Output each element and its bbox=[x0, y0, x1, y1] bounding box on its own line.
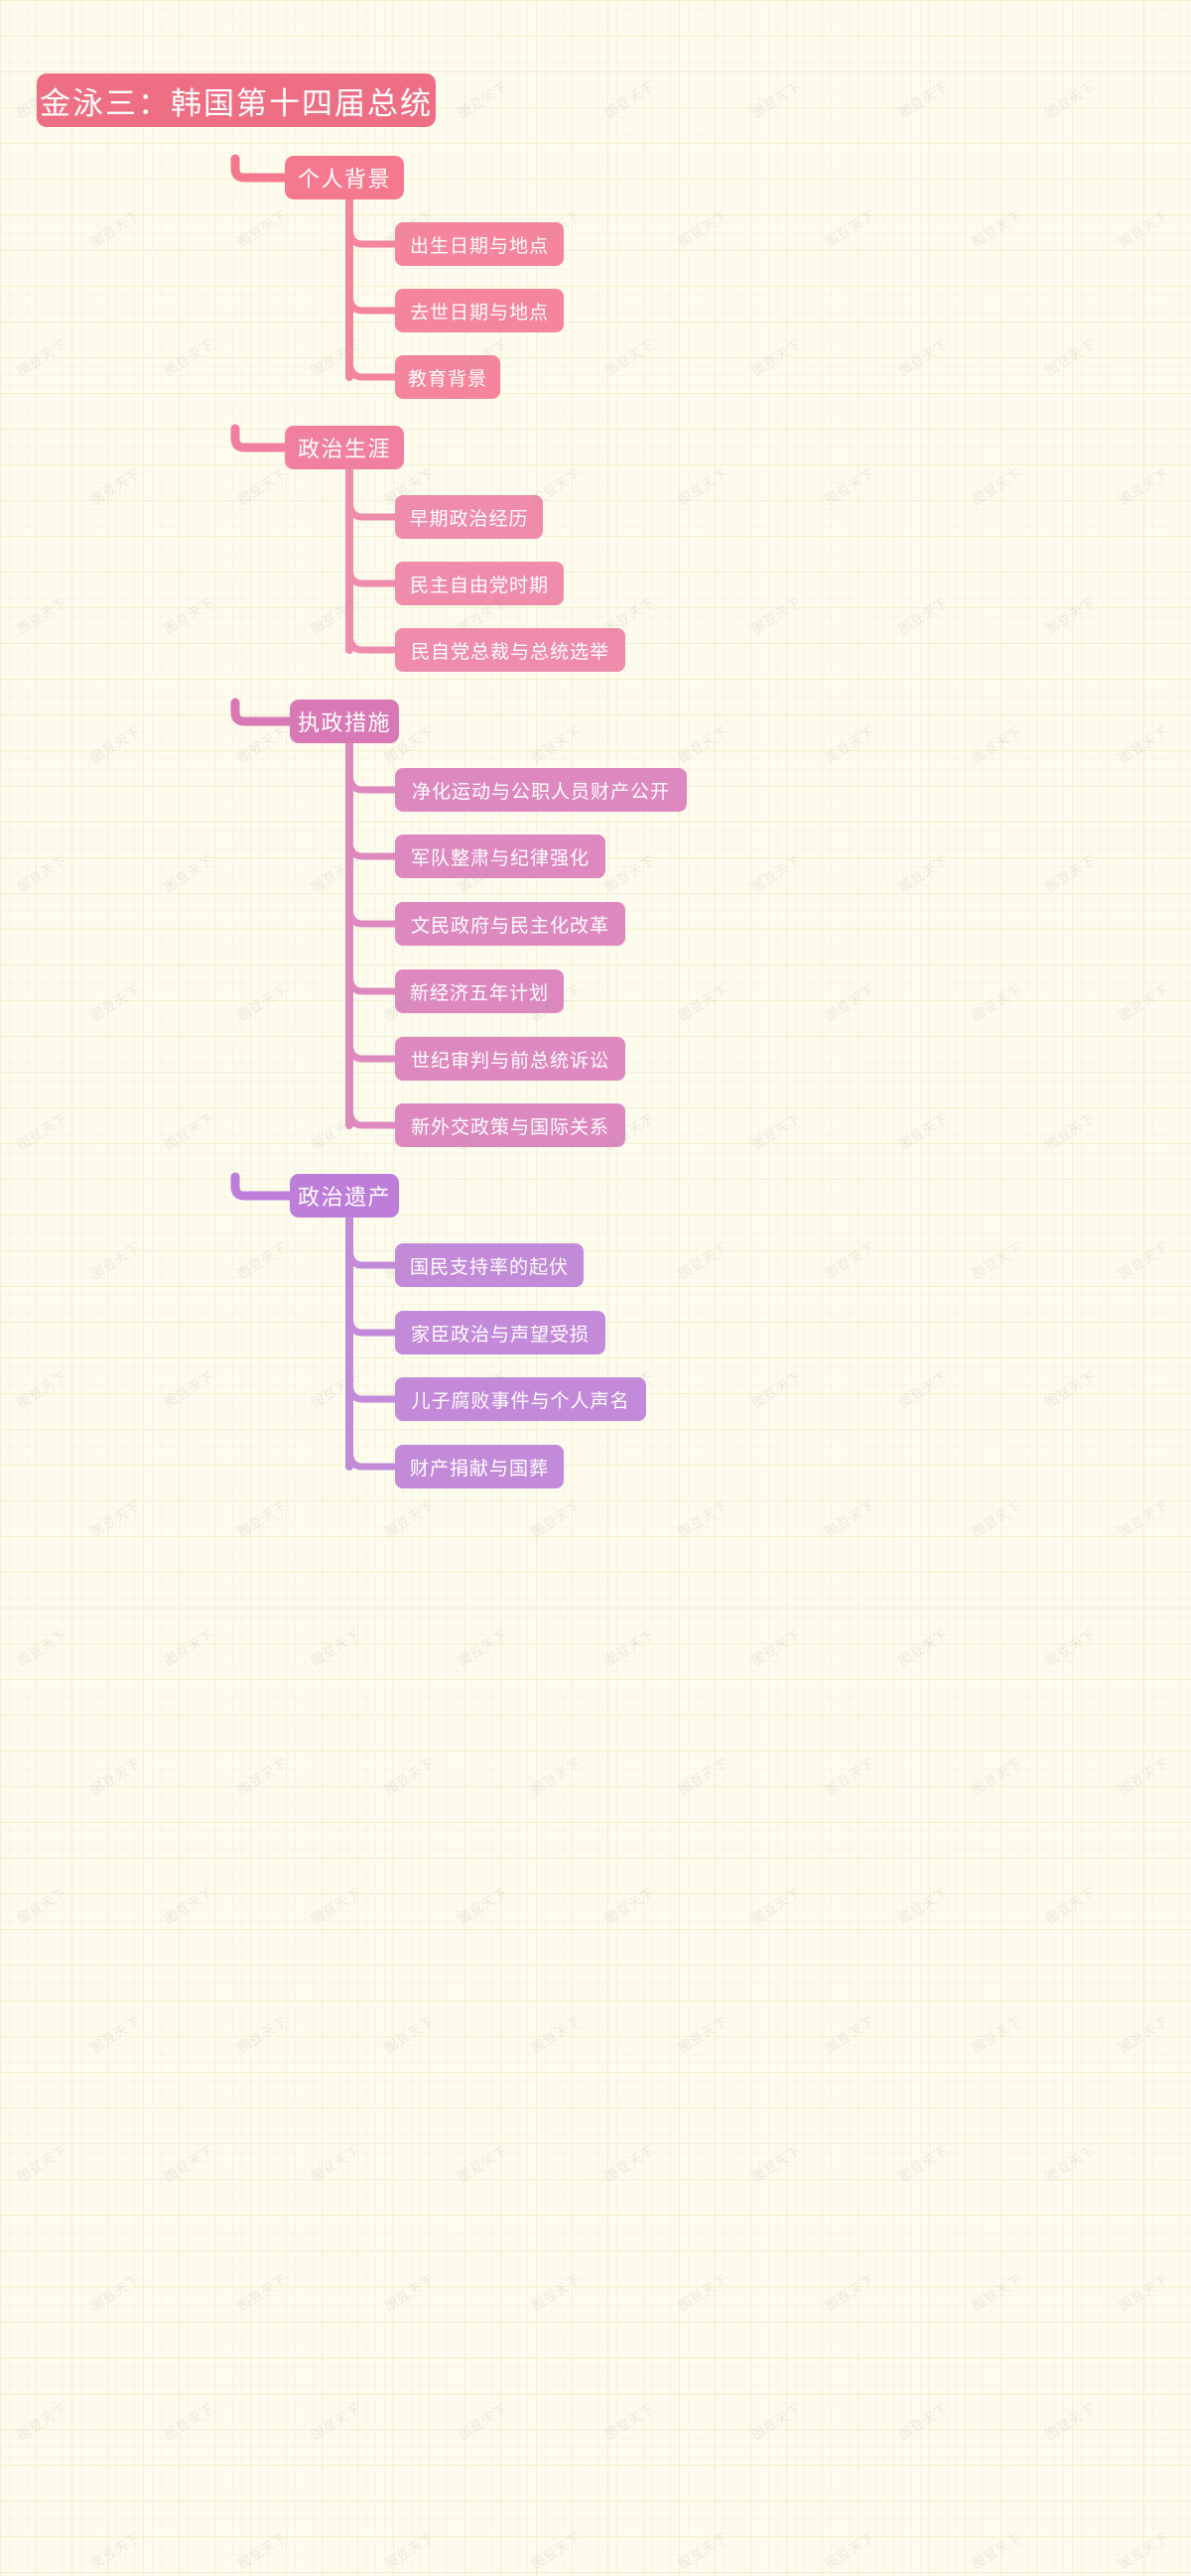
edge-root-to-branch-2 bbox=[230, 424, 290, 452]
root-node[interactable]: 金泳三：韩国第十四届总统 bbox=[37, 73, 436, 127]
leaf-node-military-purge[interactable]: 军队整肃与纪律强化 bbox=[395, 835, 605, 878]
edge-branch4-leaf1 bbox=[345, 1243, 399, 1269]
leaf-node-label: 财产捐献与国葬 bbox=[409, 1458, 549, 1480]
leaf-node-label: 世纪审判与前总统诉讼 bbox=[410, 1050, 609, 1072]
leaf-node-civilian-government-reform[interactable]: 文民政府与民主化改革 bbox=[395, 902, 625, 946]
branch-node-label: 政治遗产 bbox=[297, 1185, 391, 1210]
leaf-node-label: 国民支持率的起伏 bbox=[409, 1256, 569, 1278]
leaf-node-education[interactable]: 教育背景 bbox=[395, 355, 500, 399]
edge-root-to-branch-3 bbox=[230, 698, 295, 726]
branch-node-personal-background[interactable]: 个人背景 bbox=[285, 156, 404, 199]
leaf-node-label: 新经济五年计划 bbox=[409, 982, 549, 1004]
edge-branch1-leaf1 bbox=[345, 222, 399, 248]
leaf-node-death[interactable]: 去世日期与地点 bbox=[395, 289, 564, 332]
leaf-node-label: 民自党总裁与总统选举 bbox=[410, 641, 609, 663]
edge-branch3-leaf1 bbox=[345, 768, 399, 794]
edge-branch4-leaf4 bbox=[345, 1445, 399, 1471]
branch-node-political-career[interactable]: 政治生涯 bbox=[285, 426, 404, 469]
leaf-node-label: 教育背景 bbox=[407, 368, 487, 390]
leaf-node-dlp-period[interactable]: 民主自由党时期 bbox=[395, 562, 564, 605]
leaf-node-son-corruption[interactable]: 儿子腐败事件与个人声名 bbox=[395, 1377, 646, 1421]
edge-branch4-leaf2 bbox=[345, 1311, 399, 1337]
edge-branch3-leaf5 bbox=[345, 1037, 399, 1063]
leaf-node-label: 去世日期与地点 bbox=[409, 302, 549, 323]
leaf-node-early-politics[interactable]: 早期政治经历 bbox=[395, 495, 543, 539]
leaf-node-label: 文民政府与民主化改革 bbox=[410, 915, 609, 937]
edge-branch3-leaf6 bbox=[345, 1103, 399, 1129]
leaf-node-label: 家臣政治与声望受损 bbox=[410, 1324, 590, 1346]
edge-branch4-leaf3 bbox=[345, 1377, 399, 1403]
leaf-node-new-diplomacy[interactable]: 新外交政策与国际关系 bbox=[395, 1103, 625, 1147]
leaf-node-label: 民主自由党时期 bbox=[409, 575, 549, 596]
branch-node-label: 执政措施 bbox=[297, 710, 391, 735]
leaf-node-approval-rating[interactable]: 国民支持率的起伏 bbox=[395, 1243, 584, 1287]
branch-node-political-legacy[interactable]: 政治遗产 bbox=[290, 1174, 399, 1218]
edge-root-to-branch-4 bbox=[230, 1172, 295, 1201]
edge-root-to-branch-1 bbox=[230, 154, 290, 183]
leaf-node-birth[interactable]: 出生日期与地点 bbox=[395, 222, 564, 266]
edge-branch2-leaf1 bbox=[345, 495, 399, 521]
edge-branch2-leaf2 bbox=[345, 563, 399, 587]
branch-node-governance-measures[interactable]: 执政措施 bbox=[290, 700, 399, 743]
leaf-node-label: 新外交政策与国际关系 bbox=[410, 1116, 609, 1138]
root-node-label: 金泳三：韩国第十四届总统 bbox=[40, 85, 433, 121]
leaf-node-label: 出生日期与地点 bbox=[409, 235, 549, 257]
edge-branch2-leaf3 bbox=[345, 628, 399, 654]
leaf-node-label: 早期政治经历 bbox=[409, 508, 529, 530]
branch-node-label: 政治生涯 bbox=[297, 437, 391, 461]
edge-branch3-leaf4 bbox=[345, 969, 399, 995]
leaf-node-label: 军队整肃与纪律强化 bbox=[410, 847, 590, 869]
leaf-node-label: 净化运动与公职人员财产公开 bbox=[411, 781, 670, 803]
edge-branch1-leaf3 bbox=[345, 355, 399, 381]
leaf-node-retainer-politics[interactable]: 家臣政治与声望受损 bbox=[395, 1311, 605, 1354]
leaf-node-new-economy-plan[interactable]: 新经济五年计划 bbox=[395, 969, 564, 1013]
leaf-node-trial-of-century[interactable]: 世纪审判与前总统诉讼 bbox=[395, 1037, 625, 1081]
leaf-node-asset-donation-state-funeral[interactable]: 财产捐献与国葬 bbox=[395, 1445, 564, 1488]
branch-node-label: 个人背景 bbox=[297, 167, 391, 192]
edge-branch1-leaf2 bbox=[345, 290, 399, 315]
edge-branch3-leaf3 bbox=[345, 902, 399, 928]
leaf-node-purification-asset-disclosure[interactable]: 净化运动与公职人员财产公开 bbox=[395, 768, 687, 812]
leaf-node-party-chair-election[interactable]: 民自党总裁与总统选举 bbox=[395, 628, 625, 672]
leaf-node-label: 儿子腐败事件与个人声名 bbox=[411, 1390, 630, 1412]
edge-branch3-leaf2 bbox=[345, 836, 399, 860]
